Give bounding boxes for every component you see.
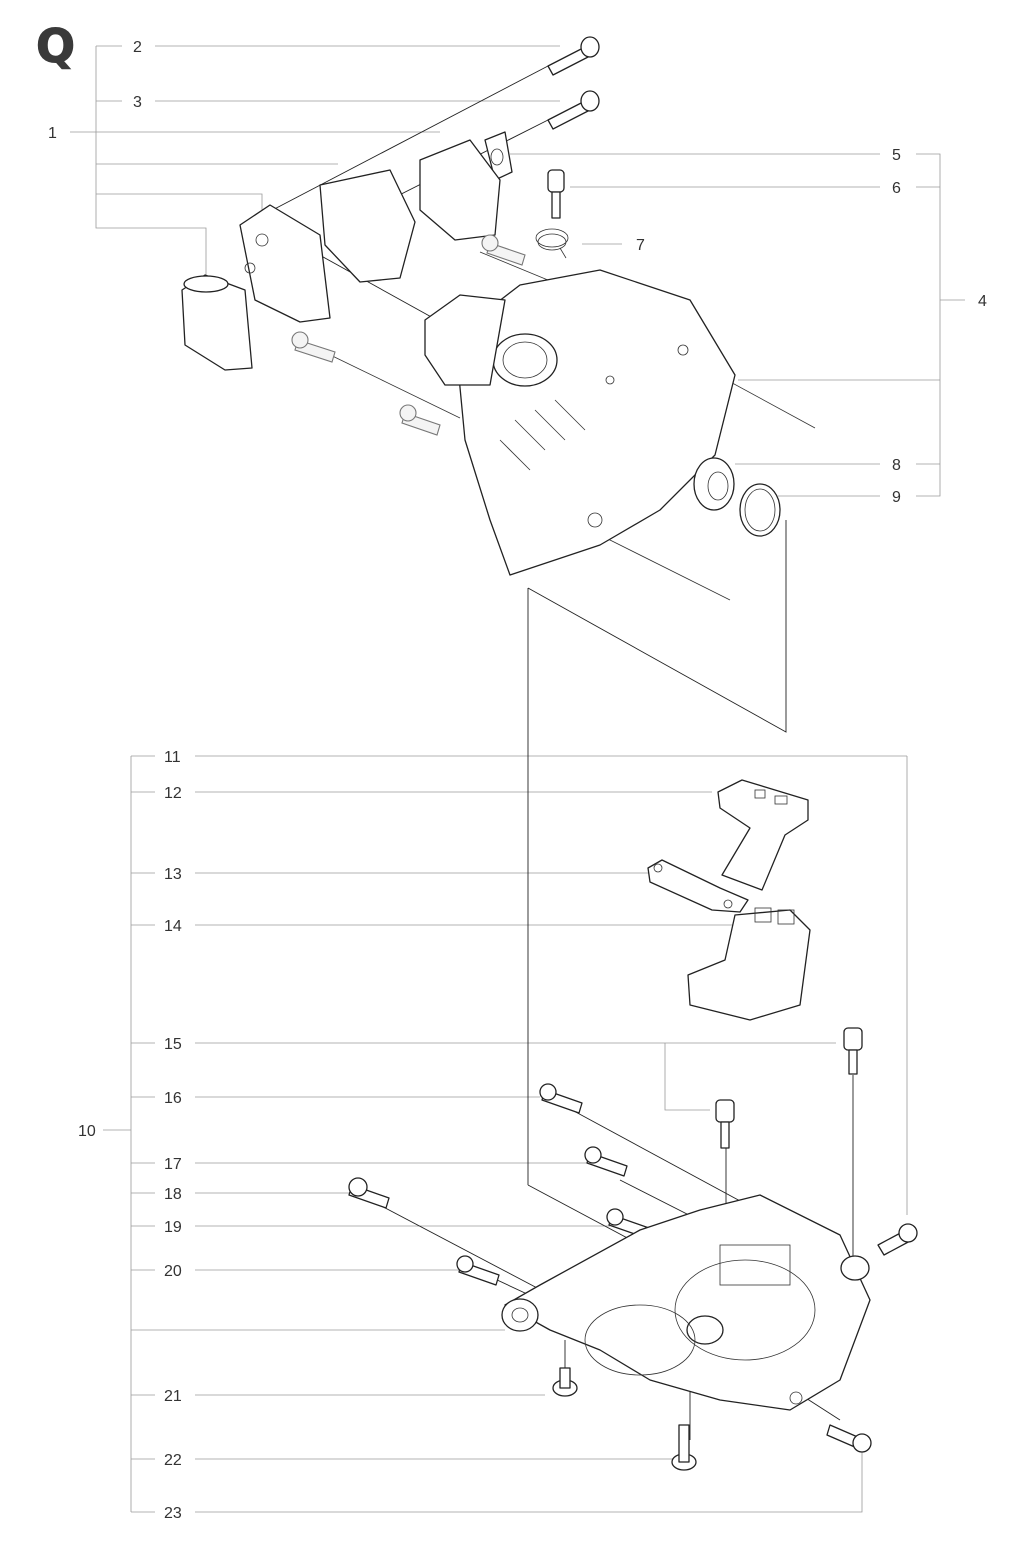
callout-21: 21 (164, 1388, 182, 1405)
callout-3: 3 (133, 94, 142, 111)
callout-2: 2 (133, 39, 142, 56)
callout-11: 11 (164, 749, 181, 766)
callout-9: 9 (892, 489, 901, 506)
gasket-part-12 (717, 779, 809, 891)
callout-13: 13 (164, 866, 182, 883)
callout-12: 12 (164, 785, 182, 802)
lower-leader-lines (103, 755, 908, 1513)
bearing-part-8 (693, 457, 735, 511)
screw-part-15 (715, 1027, 863, 1149)
callout-5: 5 (892, 147, 901, 164)
plate-part-1 (484, 131, 513, 181)
upper-leader-lines (70, 45, 965, 497)
callout-16: 16 (164, 1090, 182, 1107)
bolt-part-3 (547, 90, 600, 130)
callout-19: 19 (164, 1219, 182, 1236)
callout-4: 4 (978, 293, 987, 310)
bolts-gray-upper (291, 234, 526, 436)
callout-14: 14 (164, 918, 182, 935)
callout-18: 18 (164, 1186, 182, 1203)
cylinder-holder-part (239, 204, 331, 323)
bearing-seat-upper (319, 139, 501, 283)
screw-part-6 (547, 169, 565, 219)
callout-labels: 1 2 3 4 5 6 7 8 9 10 11 12 13 14 15 16 1… (48, 39, 987, 1522)
callout-10: 10 (78, 1123, 96, 1140)
callout-15: 15 (164, 1036, 182, 1053)
screw-part-21 (552, 1367, 578, 1397)
circlip-part-9 (739, 483, 781, 537)
spring-part-7 (535, 228, 569, 259)
callout-23: 23 (164, 1505, 182, 1522)
bolts-lower (348, 1083, 918, 1453)
section-letter: Q (36, 19, 75, 73)
bearing-seat-part-14 (687, 907, 811, 1021)
callout-17: 17 (164, 1156, 182, 1173)
crankcase-half-lower (501, 1194, 871, 1411)
gasket-part-13 (647, 859, 749, 913)
bolt-part-2 (547, 36, 600, 76)
callout-1: 1 (48, 125, 57, 142)
screw-part-22 (671, 1424, 697, 1471)
bushing-part (181, 274, 253, 371)
callout-20: 20 (164, 1263, 182, 1280)
callout-7: 7 (636, 237, 645, 254)
crankcase-half-upper (424, 269, 736, 576)
callout-6: 6 (892, 180, 901, 197)
callout-22: 22 (164, 1452, 182, 1469)
callout-8: 8 (892, 457, 901, 474)
